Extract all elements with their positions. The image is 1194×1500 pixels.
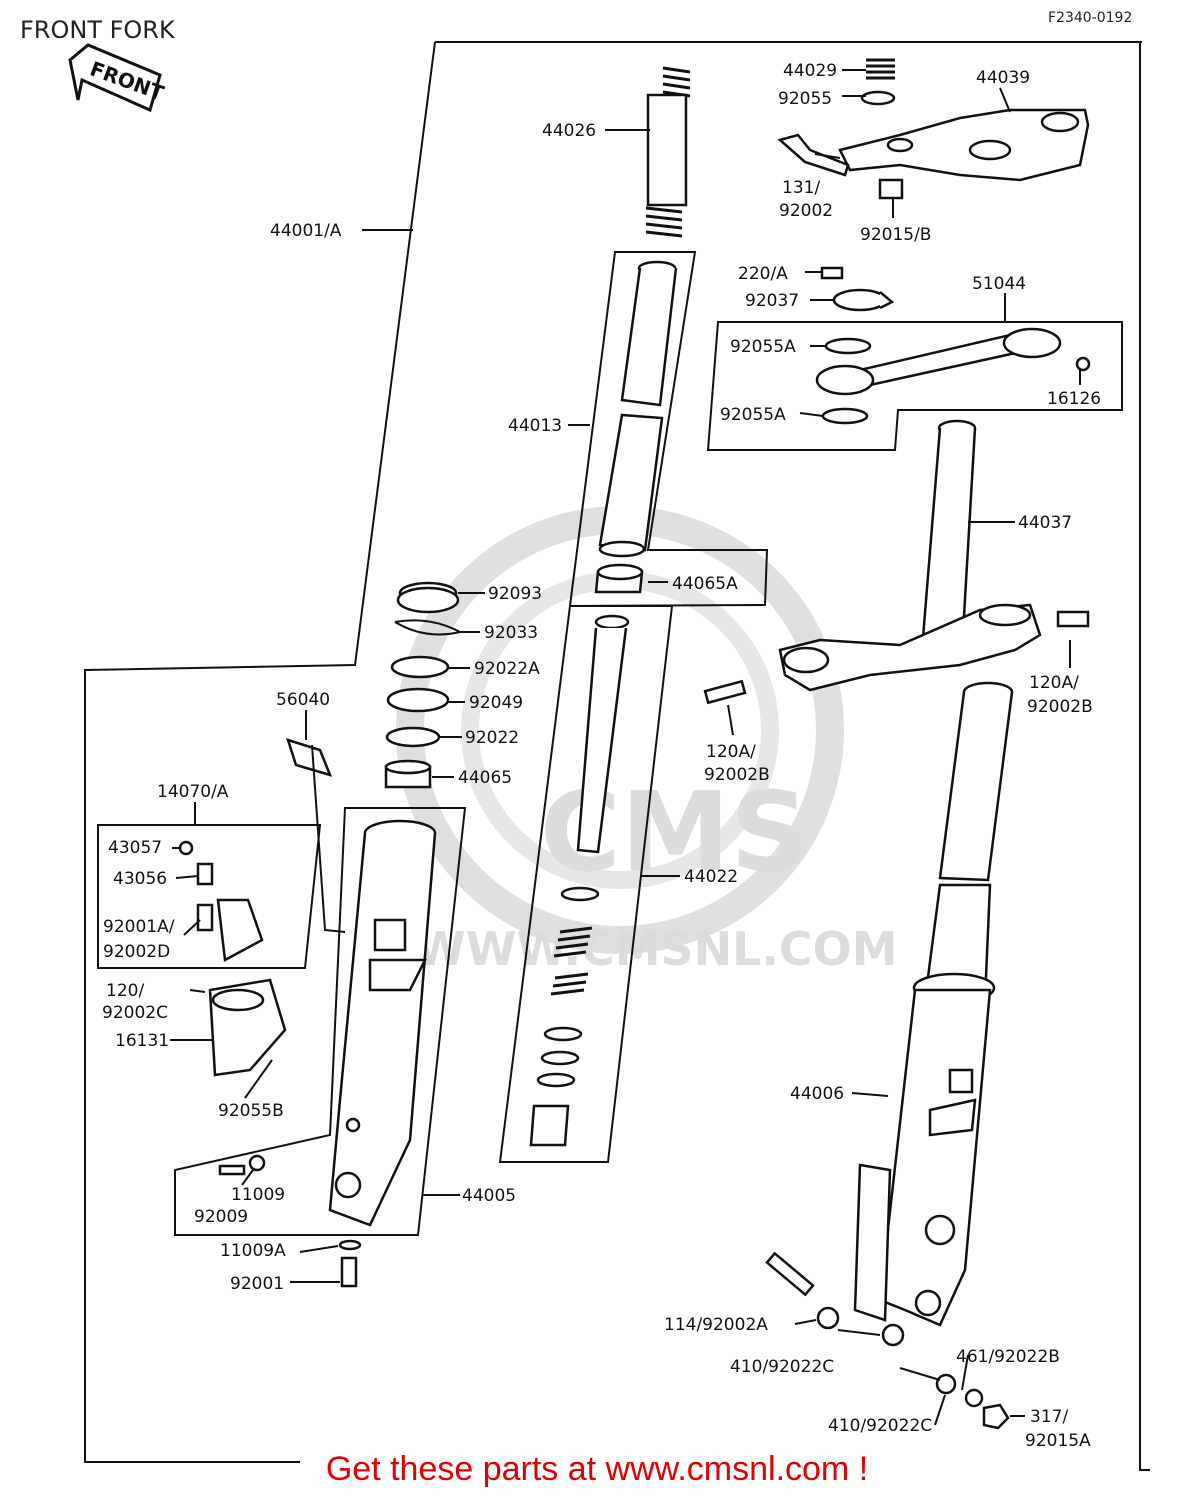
label-92055a-2: 92055A: [720, 405, 786, 425]
label-92037: 92037: [745, 291, 799, 311]
part-right-fasteners: [765, 1251, 1010, 1430]
label-43056: 43056: [113, 869, 167, 889]
watermark: CMS WWW.CMSNL.COM: [396, 506, 898, 976]
label-92002b-2: 92002B: [704, 765, 770, 785]
label-44026: 44026: [542, 121, 596, 141]
part-120a-bolt: [703, 679, 747, 705]
figure-code: F2340-0192: [1048, 10, 1132, 26]
footer-link-text[interactable]: Get these parts at www.cmsnl.com !: [325, 1450, 869, 1488]
label-92015a: 92015A: [1025, 1431, 1091, 1451]
part-14070a-air-valve: [178, 840, 264, 962]
label-114: 114/92002A: [664, 1315, 768, 1335]
label-92002d: 92002D: [103, 942, 170, 962]
label-461: 461/92022B: [956, 1347, 1060, 1367]
label-92055a-1: 92055A: [730, 337, 796, 357]
label-92001a: 92001A/: [103, 917, 175, 937]
label-410-2: 410/92022C: [828, 1416, 932, 1436]
label-11009a: 11009A: [220, 1241, 286, 1261]
label-44006: 44006: [790, 1084, 844, 1104]
label-51044: 51044: [972, 274, 1026, 294]
label-120: 120/: [106, 981, 144, 1001]
part-44037-steering-stem: [778, 419, 1090, 692]
label-92015b: 92015/B: [860, 225, 931, 245]
label-92033: 92033: [484, 623, 538, 643]
part-44039-upper-bracket: [777, 108, 1090, 200]
label-92009: 92009: [194, 1207, 248, 1227]
label-220a: 220/A: [738, 264, 788, 284]
leader-lines: [170, 69, 1081, 1426]
label-44005: 44005: [462, 1186, 516, 1206]
label-131: 131/: [782, 178, 820, 198]
label-14070a: 14070/A: [157, 782, 229, 802]
label-44065a: 44065A: [672, 574, 738, 594]
label-317: 317/: [1030, 1407, 1068, 1427]
part-16131-joint: [208, 978, 287, 1077]
label-92049: 92049: [469, 693, 523, 713]
diagram-title: FRONT FORK: [20, 16, 176, 44]
label-44037: 44037: [1018, 513, 1072, 533]
label-44001a: 44001/A: [270, 221, 342, 241]
label-120a-2: 120A/: [706, 742, 756, 762]
label-16126: 16126: [1047, 389, 1101, 409]
label-43057: 43057: [108, 838, 162, 858]
label-44065: 44065: [458, 768, 512, 788]
label-120a-1: 120A/: [1029, 673, 1079, 693]
label-16131: 16131: [115, 1031, 169, 1051]
label-410-1: 410/92022C: [730, 1357, 834, 1377]
label-44039: 44039: [976, 68, 1030, 88]
part-seal-stack: [384, 581, 463, 789]
part-44005-outer-tube: [328, 819, 437, 1227]
label-92002b-1: 92002B: [1027, 697, 1093, 717]
label-92022a: 92022A: [474, 659, 540, 679]
label-92055b: 92055B: [218, 1101, 284, 1121]
part-44029-cap: [860, 58, 896, 106]
label-44013: 44013: [508, 416, 562, 436]
part-51044-handlebar-holder: [815, 327, 1091, 425]
label-92002c: 92002C: [102, 1003, 168, 1023]
part-44065a-bushing: [594, 563, 644, 594]
group-outlines: [84, 41, 1150, 1471]
label-44029: 44029: [783, 61, 837, 81]
label-92001: 92001: [230, 1274, 284, 1294]
label-92055: 92055: [778, 89, 832, 109]
part-44026-spring: [645, 66, 691, 238]
front-arrow-icon: FRONT: [68, 43, 167, 113]
label-92022: 92022: [465, 728, 519, 748]
watermark-url: WWW.CMSNL.COM: [415, 922, 898, 976]
label-92093: 92093: [488, 584, 542, 604]
label-44022: 44022: [684, 867, 738, 887]
label-92002: 92002: [779, 201, 833, 221]
part-44013-fork-tube: [598, 260, 678, 558]
part-labels: 44029 44039 92055 44026 131/ 92002 92015…: [102, 61, 1101, 1451]
part-92037-clamp: [820, 266, 895, 312]
label-11009: 11009: [231, 1185, 285, 1205]
part-44006-right-fork: [853, 681, 1014, 1347]
part-left-fasteners: [218, 1154, 362, 1288]
part-56040-label: [286, 738, 333, 777]
part-44022-damper-rod: [529, 614, 630, 1147]
label-56040: 56040: [276, 690, 330, 710]
